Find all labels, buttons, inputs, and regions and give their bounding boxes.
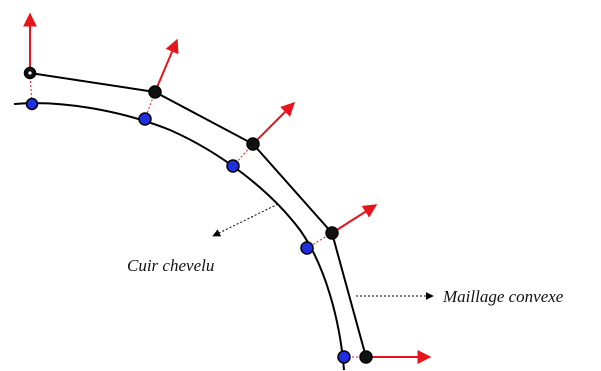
scalp-node-1 xyxy=(25,97,39,111)
normal-arrow-4 xyxy=(331,204,378,234)
scalp-node-5 xyxy=(337,350,351,364)
mesh-node-2 xyxy=(148,85,162,99)
mesh-nodes xyxy=(23,66,373,364)
scalp-nodes xyxy=(25,97,351,364)
scalp-node-2 xyxy=(138,112,152,126)
convex-mesh-label: Maillage convexe xyxy=(443,287,564,306)
normal-arrow-2 xyxy=(154,38,179,93)
scalp-label: Cuir chevelu xyxy=(127,256,215,275)
mesh-node-3 xyxy=(246,137,260,151)
scalp-pointer xyxy=(212,203,279,237)
normal-arrow-3 xyxy=(252,102,295,145)
scalp-node-4 xyxy=(300,241,314,255)
scalp-node-3 xyxy=(226,159,240,173)
convex-mesh-curve xyxy=(29,72,367,358)
mesh-node-5 xyxy=(359,350,373,364)
mesh-node-1-highlight xyxy=(28,71,32,75)
mesh-node-4 xyxy=(325,226,339,240)
scalp-curve xyxy=(13,102,345,371)
normal-arrows xyxy=(23,12,432,364)
